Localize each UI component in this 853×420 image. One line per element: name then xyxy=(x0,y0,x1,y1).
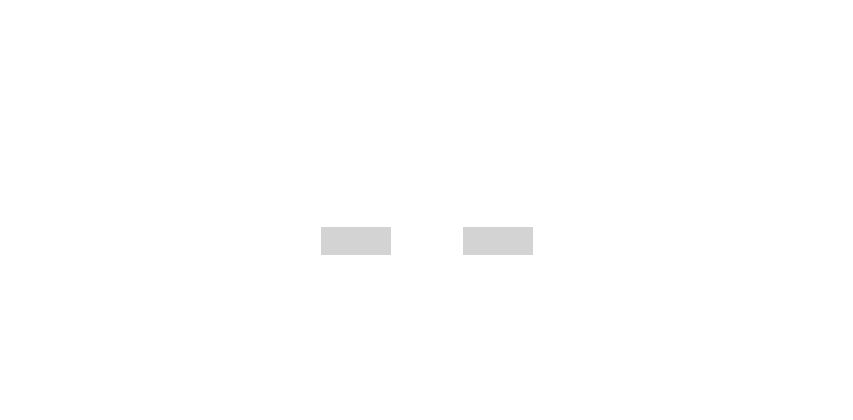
left-button[interactable] xyxy=(321,227,391,255)
right-button[interactable] xyxy=(463,227,533,255)
